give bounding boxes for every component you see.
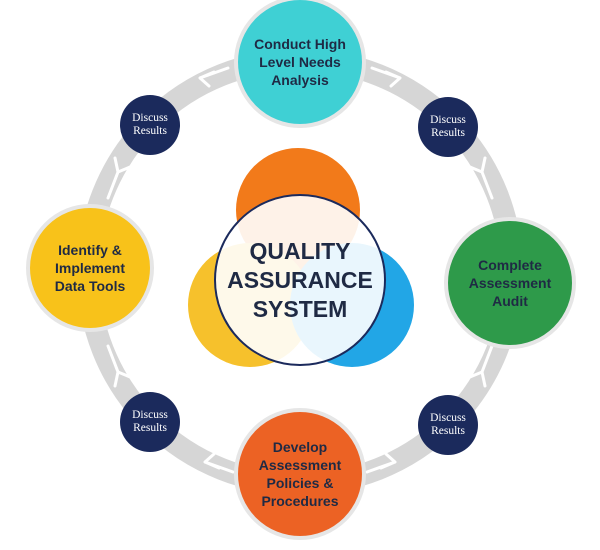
step-circle-needs-analysis [234,0,366,128]
discuss-circle-bottom-right [418,395,478,455]
ring-arrows [106,66,494,474]
step-circle-data-tools [26,204,154,332]
discuss-label-bottom-left: Discuss Results [132,409,168,434]
step-label-needs-analysis: Conduct High Level Needs Analysis [254,36,346,88]
discuss-label-bottom-right: Discuss Results [430,412,466,437]
step-circle-assessment-audit [444,217,576,349]
step-label-assessment-audit: Complete Assessment Audit [468,257,552,309]
discuss-circle-top-right [418,97,478,157]
discuss-label-top-right: Discuss Results [430,114,466,139]
step-label-policies: Develop Assessment Policies & Procedures [258,439,342,509]
discuss-label-top-left: Discuss Results [132,112,168,137]
center-circle [214,194,386,366]
center-title: QUALITY ASSURANCE SYSTEM [227,237,373,322]
step-label-data-tools: Identify & Implement Data Tools [54,242,126,294]
discuss-circle-bottom-left [120,392,180,452]
discuss-circle-top-left [120,95,180,155]
step-circle-policies [234,408,366,540]
